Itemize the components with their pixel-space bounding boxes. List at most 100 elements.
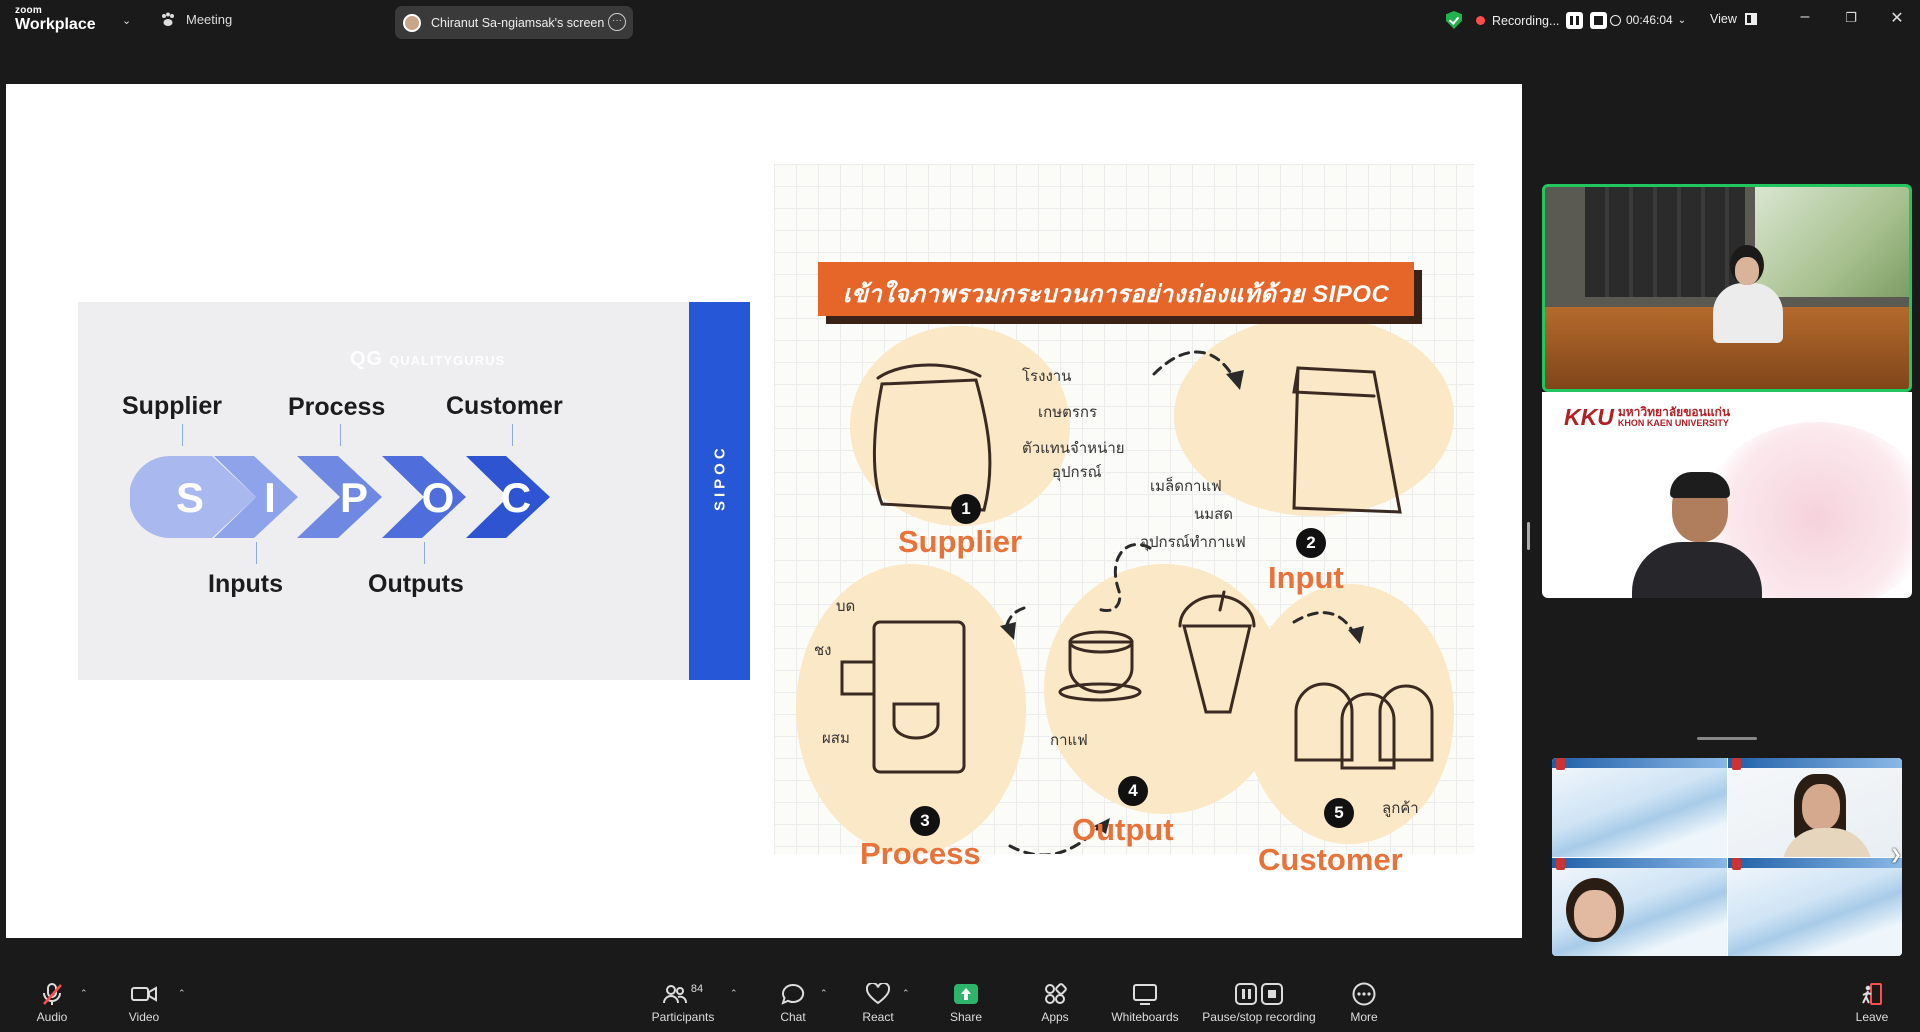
supplier-item: เกษตรกร — [1038, 404, 1098, 421]
react-button[interactable]: React — [854, 980, 902, 1028]
label-process: Process — [288, 393, 386, 421]
stop-icon — [1261, 983, 1283, 1005]
connector-line — [340, 424, 341, 446]
chevron-down-icon[interactable]: ⌄ — [122, 15, 132, 27]
coffee-sack-icon — [872, 378, 992, 512]
coffee-cup-icon — [1068, 640, 1134, 694]
participants-icon — [662, 985, 687, 1004]
supplier-item: อุปกรณ์ — [1052, 464, 1102, 481]
sack-top — [876, 363, 982, 380]
more-button[interactable]: More — [1342, 980, 1386, 1028]
encryption-shield-icon[interactable] — [1446, 11, 1462, 29]
participant-figure — [1713, 245, 1783, 343]
gallery-tile[interactable] — [1552, 758, 1727, 857]
stage-output: Output — [1072, 812, 1174, 847]
customer-blob — [1244, 584, 1454, 844]
seal-icon — [1731, 857, 1741, 870]
leave-button[interactable]: Leave — [1852, 980, 1892, 1028]
stage-number-5: 5 — [1324, 798, 1354, 828]
pause-recording-button[interactable] — [1566, 12, 1584, 29]
apps-button[interactable]: Apps — [1034, 980, 1076, 1028]
coffee-machine-icon — [872, 620, 966, 774]
react-options-caret[interactable]: ⌃ — [902, 988, 910, 998]
audio-button[interactable]: Audio — [26, 980, 78, 1028]
customer-people-icon — [1294, 682, 1354, 762]
participants-options-caret[interactable]: ⌃ — [730, 988, 738, 998]
gallery-tile[interactable] — [1552, 857, 1727, 956]
whiteboards-button[interactable]: Whiteboards — [1108, 980, 1182, 1028]
chat-options-caret[interactable]: ⌃ — [820, 988, 828, 998]
whiteboard-icon — [1133, 984, 1157, 1005]
input-item: เมล็ดกาแฟ — [1150, 478, 1222, 495]
output-item: กาแฟ — [1050, 732, 1088, 749]
letter-c: C — [501, 474, 531, 521]
participants-button[interactable]: 84 Participants — [651, 983, 715, 1024]
stage-input: Input — [1268, 560, 1344, 595]
label-inputs: Inputs — [208, 570, 283, 598]
chat-button[interactable]: Chat — [770, 980, 816, 1028]
meeting-menu[interactable]: Meeting — [160, 12, 232, 27]
minimize-button[interactable]: – — [1800, 8, 1810, 25]
chevron-i — [214, 456, 298, 538]
flow-arrow — [1152, 350, 1236, 380]
recording-status: Recording... — [1476, 12, 1608, 29]
supplier-blob — [850, 326, 1070, 526]
gallery-next-arrow-icon[interactable]: ❯ — [1890, 846, 1902, 862]
more-options-icon[interactable]: ··· — [608, 13, 626, 31]
meeting-toolbar: Audio ⌃ Video ⌃ 84 Participants ⌃ Chat ⌃… — [0, 974, 1920, 1032]
participant-video-active-speaker[interactable] — [1542, 184, 1912, 392]
process-blob — [796, 564, 1026, 854]
share-button[interactable]: Share — [944, 980, 988, 1028]
meeting-timer[interactable]: 00:46:04 ⌄ — [1610, 13, 1686, 27]
process-item: บด — [836, 598, 856, 615]
stage-supplier: Supplier — [898, 524, 1023, 559]
panel-resize-handle[interactable] — [1527, 522, 1530, 550]
input-blob — [1174, 316, 1454, 516]
seal-icon — [1731, 758, 1741, 770]
video-options-caret[interactable]: ⌃ — [178, 988, 186, 998]
gallery-tile[interactable] — [1727, 758, 1902, 857]
zoom-workplace-logo: zoom Workplace — [15, 5, 96, 33]
letter-p: P — [340, 474, 368, 521]
pause-stop-recording-button[interactable]: Pause/stop recording — [1200, 980, 1318, 1028]
recording-dot-icon — [1476, 16, 1485, 25]
stage-number-2: 2 — [1296, 528, 1326, 558]
connector-line — [256, 542, 257, 564]
leave-icon — [1862, 983, 1882, 1005]
connector-line — [424, 542, 425, 564]
pause-icon — [1235, 983, 1257, 1005]
flow-arrow — [1094, 542, 1152, 612]
process-item: ชง — [814, 642, 832, 659]
heart-icon — [866, 983, 890, 1005]
audio-options-caret[interactable]: ⌃ — [80, 988, 88, 998]
video-button[interactable]: Video — [118, 980, 170, 1028]
flow-arrow — [1292, 611, 1356, 636]
chevron-o — [382, 456, 466, 538]
paw-icon — [162, 12, 174, 26]
flow-arrow — [1008, 822, 1104, 854]
input-item: อุปกรณ์ทำกาแฟ — [1140, 534, 1246, 551]
stop-recording-button[interactable] — [1590, 12, 1608, 29]
connector-line — [512, 424, 513, 446]
timer-value: 00:46:04 — [1626, 13, 1673, 27]
recording-label: Recording... — [1492, 13, 1560, 28]
iced-coffee-icon — [1182, 624, 1252, 714]
gallery-tile[interactable] — [1727, 857, 1902, 956]
participants-count: 84 — [690, 983, 704, 995]
video-background — [1585, 187, 1745, 297]
top-bar: zoom Workplace ⌄ Meeting Chiranut Sa-ngi… — [0, 0, 1920, 44]
screen-share-indicator[interactable]: Chiranut Sa-ngiamsak's screen ··· — [395, 6, 633, 39]
seal-icon — [1556, 857, 1565, 870]
apps-icon — [1045, 983, 1067, 1004]
gallery-drag-handle[interactable] — [1697, 737, 1757, 740]
chevron-c — [466, 456, 550, 538]
close-button[interactable]: ✕ — [1890, 10, 1904, 27]
chevron-p — [297, 456, 382, 538]
video-background — [1755, 187, 1909, 297]
view-button[interactable]: View — [1710, 12, 1757, 26]
participant-gallery — [1552, 758, 1902, 956]
restore-button[interactable]: ❐ — [1845, 10, 1857, 25]
